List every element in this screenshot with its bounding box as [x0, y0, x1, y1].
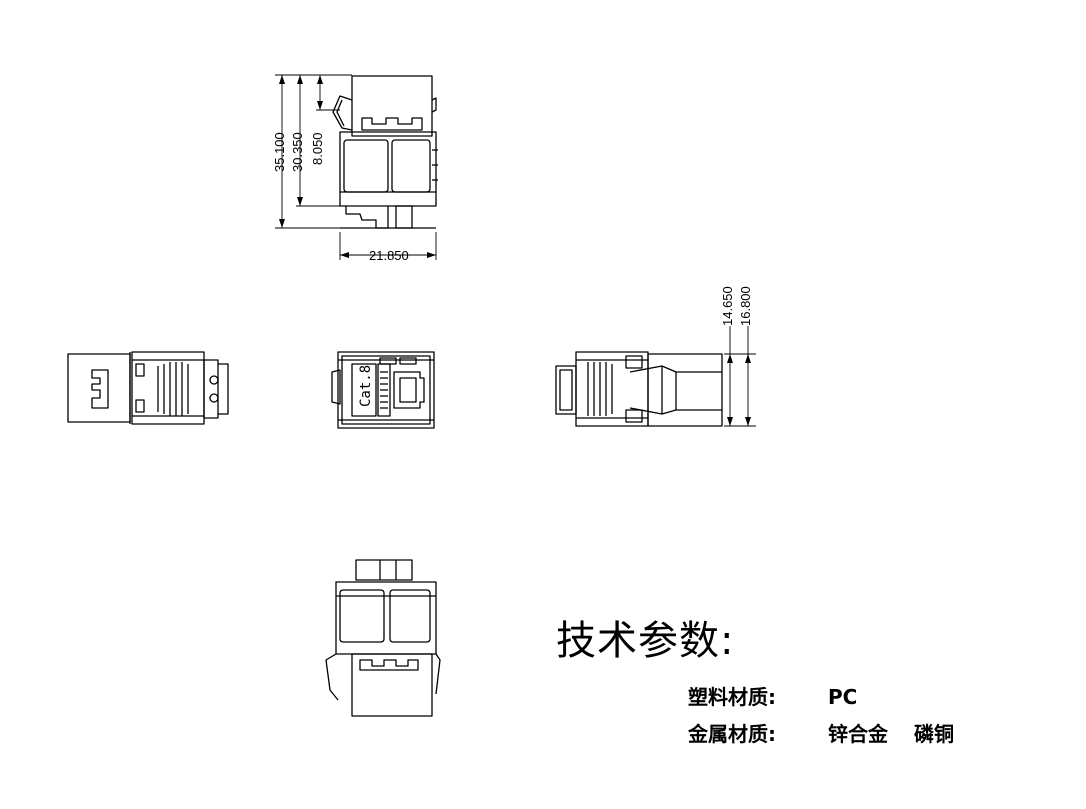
dim-height-latch: 8.050: [310, 132, 325, 165]
spec-value-metal-2: 磷铜: [914, 722, 954, 746]
spec-row-plastic: 塑料材质: PC: [688, 681, 857, 710]
spec-row-metal: 金属材质: 锌合金 磷铜: [688, 718, 954, 747]
bottom-view: [325, 559, 441, 717]
top-view: 35.100 30.350 8.050 21.850: [272, 74, 438, 263]
front-view: Cat.8: [331, 351, 435, 429]
left-side-view: [67, 351, 229, 425]
dim-width: 21.850: [369, 248, 409, 263]
dim-height-body: 30.350: [290, 132, 305, 172]
spec-label-metal: 金属材质:: [688, 722, 776, 746]
front-view-cat-label: Cat.8: [358, 365, 374, 407]
specs-title: 技术参数:: [556, 618, 735, 664]
spec-label-plastic: 塑料材质:: [688, 685, 776, 709]
dim-side-height-total: 16.800: [738, 286, 753, 326]
spec-value-metal: 锌合金: [828, 722, 888, 746]
right-side-view: 14.650 16.800: [555, 286, 756, 427]
spec-value-plastic: PC: [828, 685, 858, 709]
dim-height-total: 35.100: [272, 132, 287, 172]
dim-side-height-outer: 14.650: [720, 286, 735, 326]
